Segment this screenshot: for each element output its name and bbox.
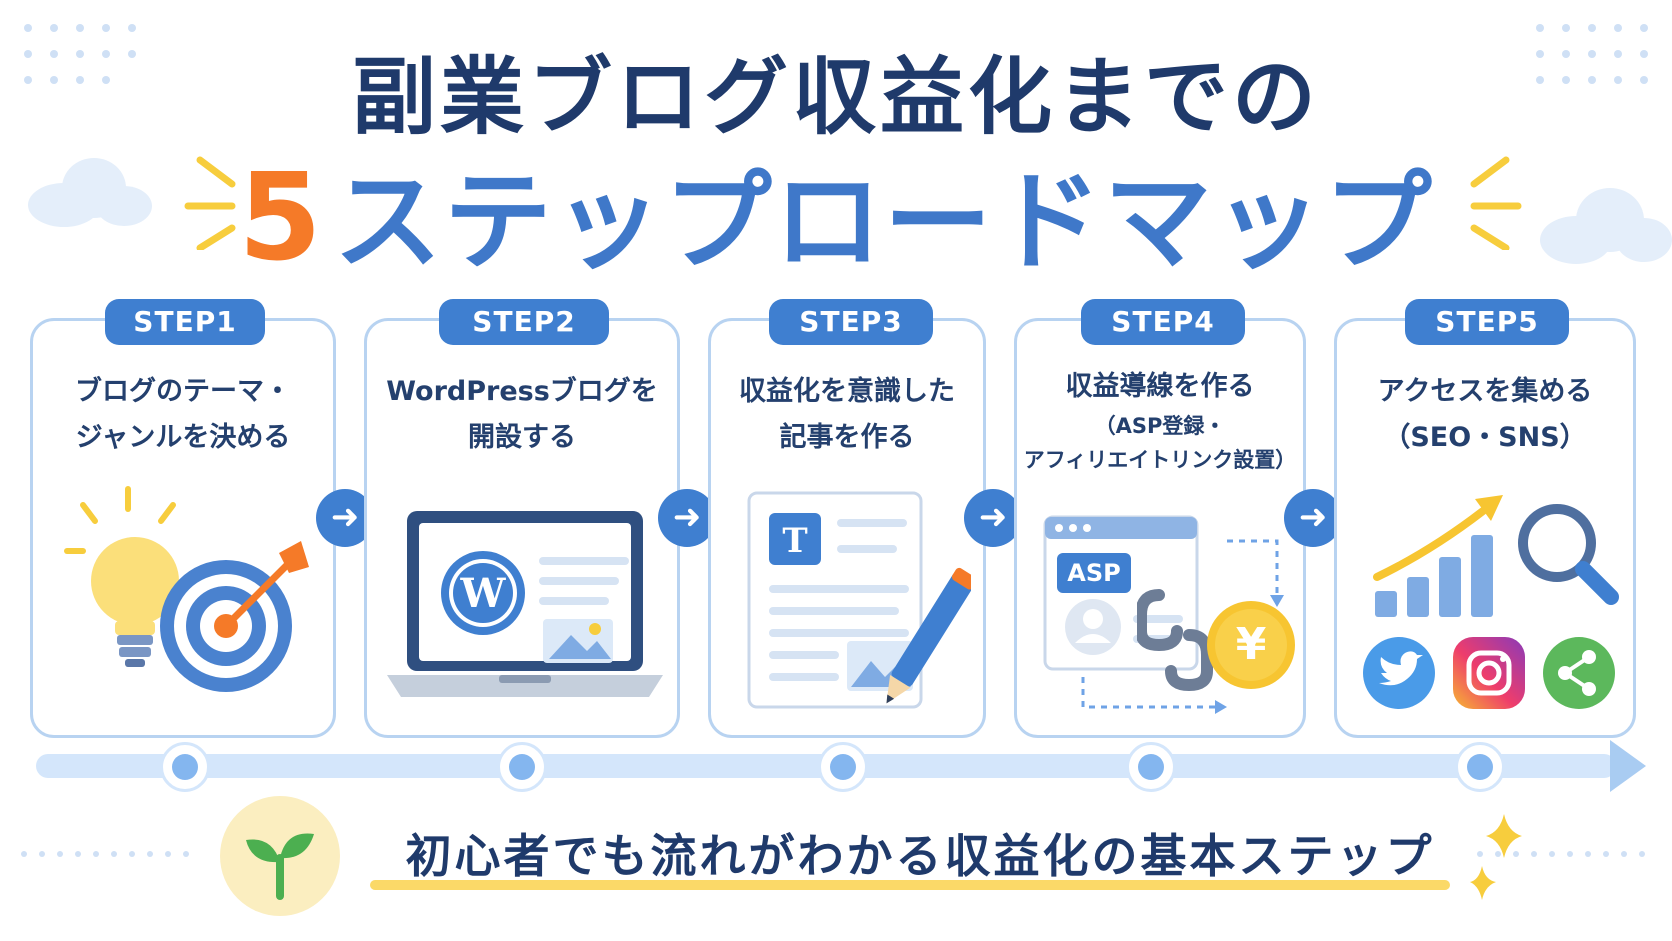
sparkle-icon-bottom-right xyxy=(1470,814,1522,900)
step-text-4-line1: 収益導線を作る xyxy=(1065,371,1255,402)
step-text-5-line2: （SEO・SNS） xyxy=(1383,422,1587,453)
step-label-4: STEP4 xyxy=(1081,299,1245,345)
page-content-lines-icon xyxy=(539,557,629,663)
target-icon xyxy=(160,541,309,692)
timeline-arrow-head xyxy=(1610,740,1646,792)
cloud-icon-left xyxy=(28,158,152,227)
document-icon xyxy=(747,491,923,709)
decorative-dots-top-left xyxy=(24,24,136,84)
step-card-5: STEP5 アクセスを集める （SEO・SNS） xyxy=(1334,299,1636,738)
timeline-node-2 xyxy=(497,742,547,792)
step-card-3: STEP3 収益化を意識した 記事を作る T xyxy=(708,299,986,738)
step-card-1: STEP1 ブログのテーマ・ ジャンルを決める xyxy=(30,299,336,738)
step-label-5: STEP5 xyxy=(1405,299,1569,345)
step-text-1: ブログのテーマ・ ジャンルを決める xyxy=(33,369,333,461)
title-line2: 5ステップロードマップ xyxy=(0,135,1672,291)
step-text-3: 収益化を意識した 記事を作る xyxy=(711,369,983,461)
footer-underline xyxy=(370,880,1450,890)
sparkle-rays-left xyxy=(184,156,236,250)
growth-chart-icon xyxy=(1373,495,1503,617)
lightbulb-icon xyxy=(64,486,179,667)
document-t-badge: T xyxy=(782,521,808,561)
magnifier-icon xyxy=(1518,504,1619,605)
step-label-2: STEP2 xyxy=(439,299,609,345)
flow-arrows-icon xyxy=(1081,539,1284,714)
share-icon xyxy=(1543,637,1615,709)
pencil-icon xyxy=(886,567,971,704)
step-text-5: アクセスを集める （SEO・SNS） xyxy=(1337,369,1633,461)
sparkle-rays-right xyxy=(1470,156,1522,250)
step-text-2-line1: WordPressブログを xyxy=(386,376,658,407)
step-card-2: STEP2 WordPressブログを 開設する W xyxy=(364,299,680,738)
next-arrow-icon-2: ➜ xyxy=(658,489,716,547)
twitter-icon xyxy=(1363,637,1435,709)
step-card-4: STEP4 収益導線を作る （ASP登録・ アフィリエイトリンク設置） ASP … xyxy=(1014,299,1306,738)
decorative-dots-top-right xyxy=(1536,24,1648,84)
step-text-1-line1: ブログのテーマ・ xyxy=(75,376,291,407)
asp-window-icon xyxy=(1043,515,1199,671)
step-text-3-line2: 記事を作る xyxy=(779,422,915,453)
step-text-4-line3: アフィリエイトリンク設置） xyxy=(1023,448,1297,472)
timeline-node-1 xyxy=(160,742,210,792)
yen-symbol: ¥ xyxy=(1235,619,1267,670)
timeline-node-3 xyxy=(818,742,868,792)
timeline-node-5 xyxy=(1455,742,1505,792)
next-arrow-icon-3: ➜ xyxy=(964,489,1022,547)
sprout-icon xyxy=(220,796,340,916)
title-line1: 副業ブログ収益化までの xyxy=(351,48,1320,146)
step-text-2-line2: 開設する xyxy=(468,422,576,453)
instagram-icon xyxy=(1453,637,1525,709)
title-line2-text: ステップロードマップ xyxy=(333,160,1434,285)
next-arrow-icon-4: ➜ xyxy=(1284,489,1342,547)
asp-badge: ASP xyxy=(1067,559,1121,587)
cloud-icon-right xyxy=(1540,188,1672,264)
wordpress-icon: W xyxy=(441,551,525,635)
step-text-4: 収益導線を作る （ASP登録・ アフィリエイトリンク設置） xyxy=(1017,365,1303,477)
step-text-3-line1: 収益化を意識した xyxy=(739,376,955,407)
svg-text:W: W xyxy=(460,570,507,617)
link-icon xyxy=(1137,589,1213,692)
step-text-1-line2: ジャンルを決める xyxy=(75,422,291,453)
step-text-2: WordPressブログを 開設する xyxy=(367,369,677,461)
decorative-dots-bottom-left xyxy=(21,851,189,857)
title-number: 5 xyxy=(238,149,324,288)
timeline-node-4 xyxy=(1126,742,1176,792)
step-text-5-line1: アクセスを集める xyxy=(1377,376,1593,407)
step-label-3: STEP3 xyxy=(769,299,933,345)
yen-coin-icon xyxy=(1207,601,1295,689)
step-label-1: STEP1 xyxy=(105,299,265,345)
decorative-dots-bottom-right xyxy=(1477,851,1645,857)
footer-tagline: 初心者でも流れがわかる収益化の基本ステップ xyxy=(405,829,1435,883)
step-text-4-line2: （ASP登録・ xyxy=(1094,414,1226,438)
